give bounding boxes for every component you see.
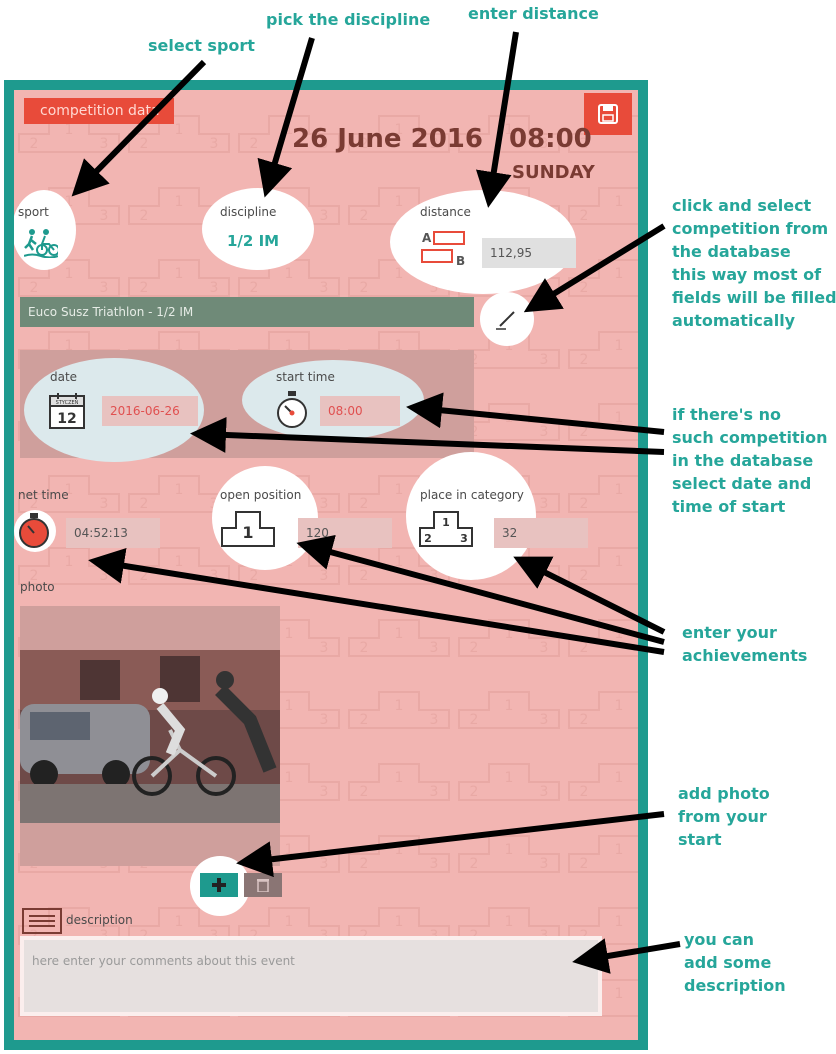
discipline-select[interactable]: 1/2 IM (227, 232, 280, 250)
pencil-icon (496, 311, 515, 330)
competition-date-heading: 26 June 2016 (292, 124, 483, 154)
open-position-label: open position (220, 488, 302, 502)
callout-line: start (678, 830, 722, 849)
net-time-label: net time (18, 488, 69, 502)
floppy-icon (598, 104, 618, 124)
photo-image (20, 650, 280, 823)
calendar-icon: STYCZEŃ 12 (49, 393, 85, 429)
callout-achievements: enter your achievements (682, 621, 807, 667)
competition-weekday: SUNDAY (512, 162, 595, 183)
place-category-label: place in category (420, 488, 524, 502)
place-category-input[interactable]: 32 (494, 518, 588, 548)
stopwatch-icon (277, 391, 307, 428)
net-time-stopwatch-icon (19, 513, 49, 548)
podium-place-3: 3 (460, 532, 468, 545)
discipline-highlight (202, 188, 314, 270)
start-time-label: start time (276, 370, 335, 384)
podium-place-2: 2 (424, 532, 432, 545)
callout-line: time of start (672, 497, 786, 516)
start-time-input[interactable]: 08:00 (320, 396, 400, 426)
category-podium-icon: 1 2 3 (419, 511, 473, 547)
competition-data-badge: competition data (24, 98, 174, 124)
callout-enter-distance: enter distance (468, 4, 599, 23)
discipline-label: discipline (220, 205, 277, 219)
distance-ab-icon: A B (421, 231, 465, 268)
calendar-month: STYCZEŃ (56, 399, 79, 406)
calendar-day: 12 (57, 411, 76, 427)
sport-label: sport (18, 205, 49, 219)
podium-first: 1 (242, 523, 253, 542)
callout-line: the database (672, 242, 791, 261)
callout-click-select: click and select competition from the da… (672, 194, 836, 332)
callout-line: you can (684, 930, 755, 949)
arrow-group (71, 31, 681, 974)
save-button[interactable] (584, 93, 632, 135)
callout-line: this way most of (672, 265, 822, 284)
distance-input[interactable]: 112,95 (482, 238, 576, 268)
event-select[interactable]: Euco Susz Triathlon - 1/2 IM (20, 297, 474, 327)
podium-icon: 1 (221, 511, 275, 547)
callout-line: fields will be filled (672, 288, 836, 307)
callout-no-competition: if there's no such competition in the da… (672, 403, 827, 518)
date-input[interactable]: 2016-06-26 (102, 396, 198, 426)
callout-line: achievements (682, 646, 808, 665)
callout-add-photo: add photo from your start (678, 782, 770, 851)
podium-place-1: 1 (442, 516, 450, 529)
edit-event-button[interactable] (490, 302, 524, 336)
plus-icon (212, 878, 226, 892)
callout-select-sport: select sport (148, 36, 255, 55)
description-textarea[interactable]: here enter your comments about this even… (20, 936, 602, 1016)
callout-line: click and select (672, 196, 812, 215)
callout-line: automatically (672, 311, 796, 330)
callout-line: if there's no (672, 405, 782, 424)
callout-line: such competition (672, 428, 828, 447)
callout-line: add some (684, 953, 772, 972)
competition-time-heading: 08:00 (509, 124, 592, 154)
callout-line: competition from (672, 219, 829, 238)
distance-icon-a: A (422, 231, 432, 245)
distance-icon-b: B (456, 254, 465, 268)
distance-label: distance (420, 205, 471, 219)
date-label: date (50, 370, 78, 384)
trash-icon (257, 879, 269, 892)
description-label: description (66, 913, 133, 927)
callout-line: add photo (678, 784, 770, 803)
callout-description: you can add some description (684, 928, 786, 997)
photo-label: photo (20, 580, 55, 594)
net-time-input[interactable]: 04:52:13 (66, 518, 160, 548)
cyclist-photo (20, 650, 280, 823)
callout-line: enter your (682, 623, 777, 642)
callout-pick-discipline: pick the discipline (266, 10, 431, 29)
callout-line: from your (678, 807, 767, 826)
add-photo-button[interactable] (200, 873, 238, 897)
description-icon (22, 908, 62, 934)
callout-line: description (684, 976, 786, 995)
callout-line: in the database (672, 451, 814, 470)
callout-line: select date and (672, 474, 812, 493)
